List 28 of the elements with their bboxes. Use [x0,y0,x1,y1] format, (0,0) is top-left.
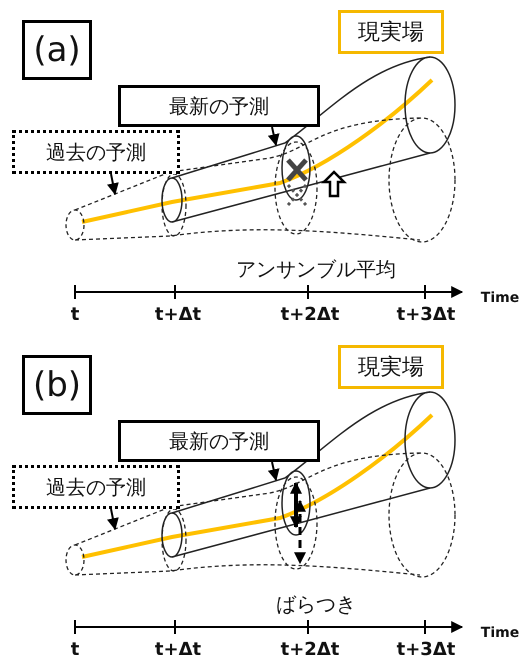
leader-arrow [107,174,119,196]
tick-label: t+2Δt [280,639,340,660]
label-box: 最新の予測 [118,85,320,127]
forecast-cone [161,391,456,558]
label-box: 過去の予測 [12,465,180,509]
forecast-cone [65,452,456,578]
label-box: 現実場 [338,10,444,54]
label-box: 最新の予測 [118,420,320,462]
label-box: 過去の予測 [12,130,180,174]
label-box: 現実場 [338,345,444,389]
tick-label: t+3Δt [396,639,456,660]
forecast-cone [161,56,456,223]
annotation: ばらつき [276,591,356,618]
leader-arrow [268,126,280,146]
tick-label: t [70,639,80,660]
forecast-cone [65,117,456,243]
leader-arrow [268,462,280,482]
axis-label: Time [480,290,520,306]
tick-label: t+2Δt [280,304,340,325]
panel-label: (b) [22,355,92,415]
tick-label: t+Δt [154,639,202,660]
panel-label: (a) [22,20,92,80]
tick-label: t+3Δt [396,304,456,325]
axis-label: Time [480,625,520,641]
tick-label: t [70,304,80,325]
leader-arrow [107,508,119,530]
tick-label: t+Δt [154,304,202,325]
annotation: アンサンブル平均 [236,256,396,283]
